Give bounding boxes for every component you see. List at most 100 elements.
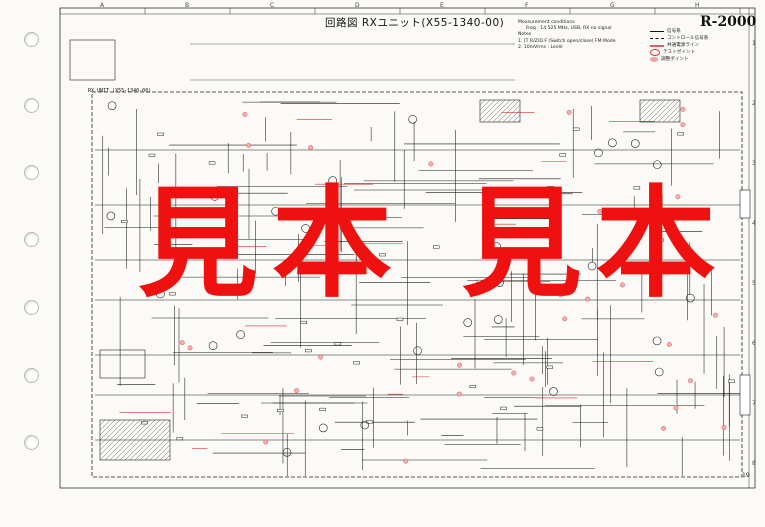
test-point-symbol <box>585 296 590 302</box>
test-point-symbol <box>673 405 679 411</box>
legend-label: コントロール信号系 <box>667 36 709 41</box>
transistor-symbol <box>686 293 695 303</box>
test-point-symbol <box>666 342 672 347</box>
transistor-symbol <box>328 176 337 185</box>
test-point-symbol <box>294 388 299 394</box>
resistor-symbol <box>157 132 164 136</box>
legend-item-control: コントロール信号系 <box>650 35 708 42</box>
test-point-symbol <box>263 439 269 445</box>
grid-column-label: C <box>270 2 275 9</box>
test-point-symbol <box>187 345 193 351</box>
resistor-symbol <box>469 385 477 389</box>
resistor-symbol <box>476 279 484 283</box>
resistor-symbol <box>633 186 641 190</box>
legend-item-adjust: 調整ポイント <box>650 56 708 63</box>
grid-column-label: E <box>440 2 444 9</box>
transistor-symbol <box>498 267 508 276</box>
resistor-symbol <box>305 349 312 353</box>
resistor-symbol <box>728 379 735 383</box>
model-name: R-2000 <box>700 14 757 30</box>
transistor-symbol <box>652 336 662 346</box>
grid-row-label: 7 <box>752 400 756 407</box>
test-point-symbol <box>721 425 727 430</box>
power-line-swatch <box>650 44 664 47</box>
test-point-symbol <box>326 255 332 260</box>
legend-label: 信号系 <box>667 29 681 34</box>
test-point-icon <box>650 49 660 56</box>
unit-label: RX UNIT (X55-1340-00) <box>88 88 152 94</box>
transistor-symbol <box>107 101 117 111</box>
punch-hole <box>24 300 39 315</box>
grid-row-label: 1 <box>752 40 756 47</box>
measurement-conditions: Measurement conditions Freq : 14.525 MHz… <box>518 20 658 51</box>
transistor-symbol <box>652 160 662 169</box>
resistor-symbol <box>657 238 664 242</box>
grid-row-label: 4 <box>752 220 756 227</box>
grid-column-label: F <box>525 2 529 9</box>
resistor-symbol <box>500 406 507 410</box>
notes-heading: Notes <box>518 32 532 38</box>
transistor-symbol <box>210 192 220 201</box>
test-point-symbol <box>242 112 248 117</box>
resistor-symbol <box>241 414 248 418</box>
test-point-symbol <box>688 378 693 384</box>
test-point-symbol <box>246 142 252 148</box>
transistor-symbol <box>360 420 370 430</box>
transistor-symbol <box>494 315 503 324</box>
measurement-line: Freq : 14.525 MHz, USB, RX no signal <box>526 26 612 32</box>
resistor-symbol <box>169 292 176 296</box>
transistor-symbol <box>408 114 417 124</box>
legend: 信号系 コントロール信号系 共通電源ライン テストポイント 調整ポイント <box>650 28 708 63</box>
test-point-symbol <box>318 354 324 360</box>
resistor-symbol <box>396 317 404 321</box>
transistor-symbol <box>208 341 218 351</box>
test-point-symbol <box>457 362 462 368</box>
legend-label: 調整ポイント <box>661 57 689 62</box>
resistor-symbol <box>121 220 128 224</box>
test-point-symbol <box>562 316 568 322</box>
punch-hole <box>24 32 39 47</box>
test-point-symbol <box>680 122 686 128</box>
grid-column-label: A <box>100 2 105 9</box>
grid-row-label: 6 <box>752 340 756 347</box>
transistor-symbol <box>594 148 603 158</box>
punch-hole <box>24 98 39 113</box>
test-point-symbol <box>179 340 185 346</box>
transistor-symbol <box>463 318 473 327</box>
grid-column-label: G <box>610 2 615 9</box>
legend-item-signal: 信号系 <box>650 28 708 35</box>
test-point-symbol <box>597 208 603 214</box>
test-point-symbol <box>566 110 572 115</box>
resistor-symbol <box>353 361 360 365</box>
resistor-symbol <box>677 132 684 136</box>
resistor-symbol <box>334 342 342 346</box>
transistor-symbol <box>106 211 116 221</box>
test-point-symbol <box>661 426 666 431</box>
resistor-symbol <box>319 407 326 411</box>
resistor-symbol <box>148 153 156 157</box>
grid-row-label: 8 <box>752 460 756 467</box>
test-point-symbol <box>308 145 314 151</box>
page-title: 回路図 RXユニット(X55-1340-00) <box>325 17 505 29</box>
transistor-symbol <box>495 278 504 287</box>
grid-row-label: 3 <box>752 160 756 167</box>
test-point-symbol <box>529 376 535 382</box>
test-point-symbol <box>620 282 625 288</box>
resistor-symbol <box>546 365 554 369</box>
test-point-symbol <box>558 292 564 298</box>
resistor-symbol <box>572 127 580 131</box>
test-point-symbol <box>403 458 409 464</box>
test-point-symbol <box>680 106 686 112</box>
punch-hole <box>24 368 39 383</box>
transistor-symbol <box>318 423 328 433</box>
test-point-symbol <box>675 194 681 200</box>
test-point-symbol <box>456 391 462 397</box>
control-line-swatch <box>650 38 664 39</box>
resistor-symbol <box>433 245 440 249</box>
grid-column-label: H <box>695 2 700 9</box>
punch-hole <box>24 232 39 247</box>
note-item: 2. 10mVrms : Level <box>518 44 563 50</box>
page-number: 19 <box>742 472 750 479</box>
